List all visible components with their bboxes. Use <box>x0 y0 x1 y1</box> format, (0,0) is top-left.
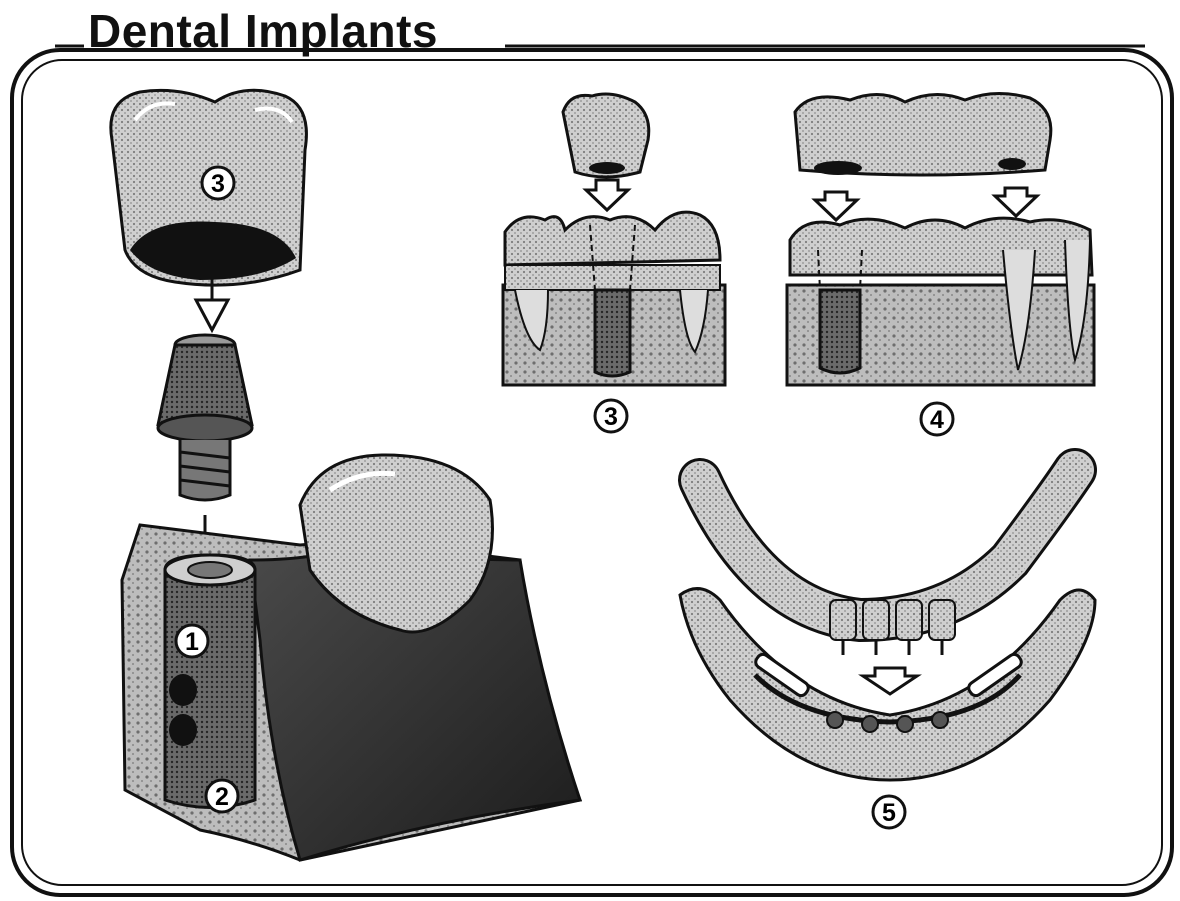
svg-text:2: 2 <box>215 783 229 811</box>
panel-overdenture <box>680 470 1095 780</box>
panel-single-implant <box>503 94 725 385</box>
label-panel-4: 4 <box>921 403 953 435</box>
svg-text:3: 3 <box>211 170 225 198</box>
label-panel-3: 3 <box>595 400 627 432</box>
panel-bridge <box>787 93 1094 385</box>
svg-text:3: 3 <box>604 403 618 431</box>
label-panel-5: 5 <box>873 796 905 828</box>
abutment <box>158 335 252 500</box>
svg-text:1: 1 <box>185 628 199 656</box>
svg-text:5: 5 <box>882 799 896 827</box>
svg-text:4: 4 <box>930 406 944 434</box>
label-implant-1: 1 <box>176 625 208 657</box>
label-bone-2: 2 <box>206 780 238 812</box>
label-crown-3: 3 <box>202 167 234 199</box>
